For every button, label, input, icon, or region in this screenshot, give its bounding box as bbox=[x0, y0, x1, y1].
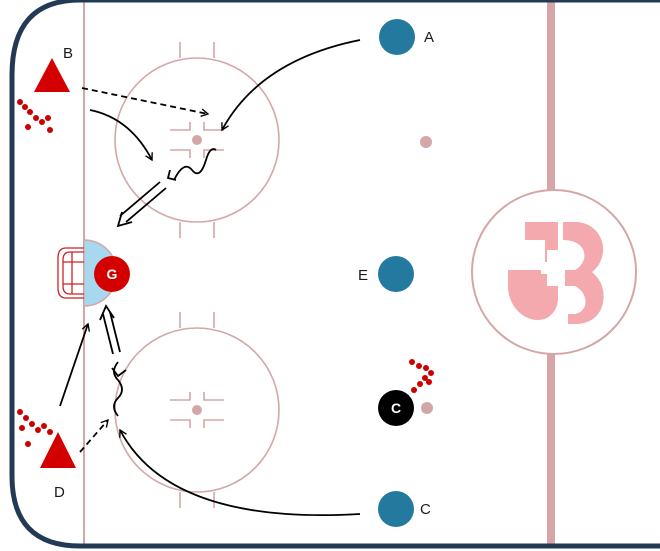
attacker-d-label: D bbox=[54, 484, 65, 501]
coach-label: C bbox=[391, 400, 401, 416]
skater-e-label: E bbox=[358, 267, 368, 284]
center-logo bbox=[508, 222, 604, 324]
ice-surface bbox=[12, 0, 660, 546]
skater-a-marker bbox=[379, 19, 415, 55]
faceoff-dot-top bbox=[192, 135, 202, 145]
shot-arrow-bottom bbox=[109, 311, 121, 353]
attacker-b-label: B bbox=[63, 45, 73, 62]
pass-path-d bbox=[79, 418, 109, 453]
skate-path-a bbox=[221, 39, 361, 132]
pass-path-b bbox=[81, 87, 210, 117]
goal-net bbox=[57, 247, 84, 299]
puck-pile-top bbox=[17, 99, 53, 133]
goalie-label: G bbox=[107, 266, 118, 282]
faceoff-circle-top bbox=[114, 42, 280, 238]
neutral-dot-top bbox=[420, 136, 432, 148]
shot-arrow-top-2 bbox=[119, 181, 161, 217]
skate-path-c bbox=[119, 428, 361, 517]
rink-boards bbox=[9, 0, 660, 549]
skater-a-label: A bbox=[424, 29, 434, 46]
skate-path-b bbox=[89, 109, 153, 162]
puck-pile-coach bbox=[409, 359, 434, 393]
skater-c-label: C bbox=[420, 501, 431, 518]
shot-arrow-top bbox=[125, 187, 167, 223]
attacker-b-marker bbox=[34, 58, 70, 92]
goalie-marker bbox=[94, 256, 130, 292]
shot-arrow-bottom-2 bbox=[102, 313, 114, 355]
neutral-dot-bottom bbox=[421, 402, 433, 414]
coach-marker bbox=[378, 390, 414, 426]
stickhandle-top bbox=[173, 148, 217, 181]
skate-path-d bbox=[59, 322, 91, 407]
shot-arrow-heads bbox=[99, 169, 177, 378]
puck-pile-bottom bbox=[17, 409, 53, 447]
skater-e-marker bbox=[378, 256, 414, 292]
faceoff-dot-bottom bbox=[192, 405, 202, 415]
skater-c-marker bbox=[378, 491, 414, 527]
attacker-d-marker bbox=[40, 432, 76, 468]
